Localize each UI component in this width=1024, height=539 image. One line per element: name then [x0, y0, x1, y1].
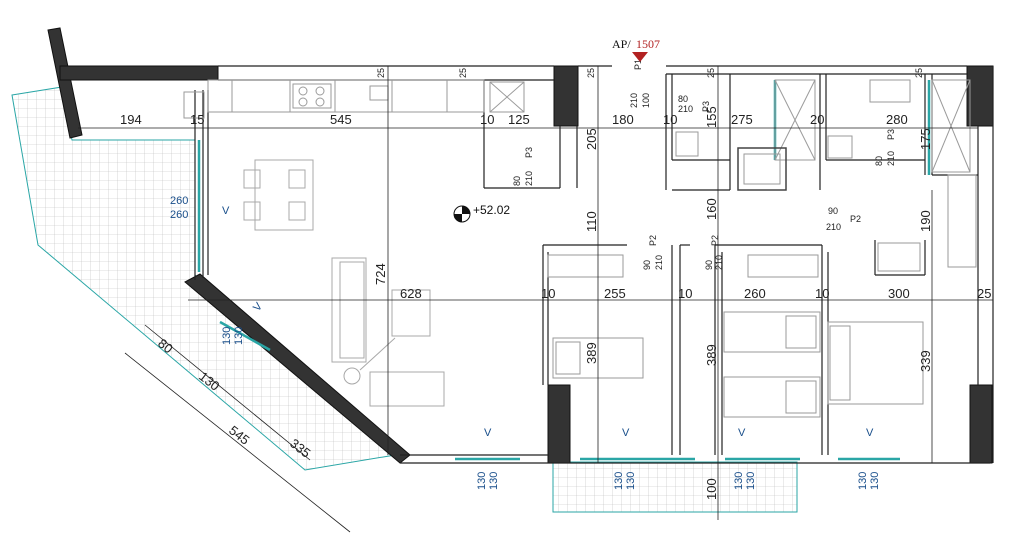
- dim-110: 110: [584, 211, 599, 232]
- door-p2c-width: 90: [828, 206, 838, 216]
- dim-25-b: 25: [458, 68, 468, 78]
- dim-10b: 10: [663, 112, 677, 127]
- window-6-width: 130: [857, 472, 869, 490]
- dim-389a: 389: [584, 342, 599, 364]
- dimension-labels: 194 15 545 10 125 180 10 275 20 280 628 …: [120, 68, 991, 500]
- window-5-height: 130: [745, 472, 757, 490]
- dim-180: 180: [612, 112, 634, 127]
- window-3-height: 130: [488, 472, 500, 490]
- dim-125: 125: [508, 112, 530, 127]
- door-p3c-code: P3: [886, 129, 896, 140]
- dim-25-a: 25: [376, 68, 386, 78]
- window-1-v: V: [222, 205, 230, 217]
- dim-190: 190: [918, 210, 933, 232]
- window-3-v: V: [484, 427, 492, 439]
- window-2-width: 130: [221, 327, 233, 345]
- window-4-height: 130: [625, 472, 637, 490]
- dim-10c: 10: [541, 286, 555, 301]
- bathroom-fixtures: [675, 79, 971, 191]
- kitchen-counter: [183, 79, 525, 119]
- door-p3a-width: 80: [678, 94, 688, 104]
- door-p2a-width: 90: [642, 260, 652, 270]
- window-2-v: V: [251, 300, 265, 314]
- window-6-height: 130: [869, 472, 881, 490]
- dim-389b: 389: [704, 344, 719, 366]
- door-p1-width: 100: [641, 93, 651, 108]
- door-p2b-width: 90: [704, 260, 714, 270]
- window-3-width: 130: [476, 472, 488, 490]
- dim-628: 628: [400, 286, 422, 301]
- dim-15: 15: [190, 112, 204, 127]
- dim-205: 205: [584, 128, 599, 150]
- dim-724: 724: [373, 263, 388, 285]
- dim-10a: 10: [480, 112, 494, 127]
- door-labels: P1 210 100 80 210 P3 80 210 P3 80 210 P3…: [512, 59, 896, 270]
- window-5-width: 130: [733, 472, 745, 490]
- window-2-height: 130: [233, 327, 245, 345]
- dim-545-top: 545: [330, 112, 352, 127]
- door-p1-height: 210: [629, 93, 639, 108]
- dimension-lines: [78, 66, 993, 533]
- door-p2a-height: 210: [654, 255, 664, 270]
- door-p3a-code: P3: [701, 101, 711, 112]
- apartment-number: 1507: [636, 37, 660, 51]
- door-p3c-width: 80: [874, 156, 884, 166]
- dim-10e: 10: [815, 286, 829, 301]
- dim-100: 100: [704, 478, 719, 500]
- door-p1-code: P1: [633, 59, 643, 70]
- door-p2c-height: 210: [826, 222, 841, 232]
- door-p2a-code: P2: [648, 235, 658, 246]
- door-p2c-code: P2: [850, 214, 861, 224]
- door-p3b-code: P3: [524, 147, 534, 158]
- level-marker: +52.02: [453, 203, 510, 223]
- apartment-tag: AP/ 1507: [612, 37, 660, 62]
- window-4-v: V: [622, 427, 630, 439]
- living-furniture: [243, 159, 445, 407]
- dim-25-d: 25: [706, 68, 716, 78]
- dim-339: 339: [918, 350, 933, 372]
- entrance-arrow-icon: [632, 52, 648, 62]
- window-1-height: 260: [170, 209, 188, 221]
- door-p2b-height: 210: [714, 255, 724, 270]
- window-4-width: 130: [613, 472, 625, 490]
- door-p3b-width: 80: [512, 176, 522, 186]
- dim-300: 300: [888, 286, 910, 301]
- dim-260: 260: [744, 286, 766, 301]
- level-label: +52.02: [473, 203, 510, 217]
- dim-25-e: 25: [914, 68, 924, 78]
- dim-10d: 10: [678, 286, 692, 301]
- dim-545-diag: 545: [226, 423, 252, 448]
- window-5-v: V: [738, 427, 746, 439]
- door-p3c-height: 210: [886, 151, 896, 166]
- window-6-v: V: [866, 427, 874, 439]
- door-p3a-height: 210: [678, 104, 693, 114]
- door-p3b-height: 210: [524, 171, 534, 186]
- dim-25: 25: [977, 286, 991, 301]
- dim-175: 175: [918, 128, 933, 150]
- dim-194: 194: [120, 112, 142, 127]
- dim-20: 20: [810, 112, 824, 127]
- dim-160: 160: [704, 198, 719, 220]
- window-labels: 260 260 130 130 130 130 130 130 130 130 …: [170, 195, 881, 490]
- dim-275: 275: [731, 112, 753, 127]
- dim-255: 255: [604, 286, 626, 301]
- dim-155: 155: [704, 106, 719, 128]
- south-balcony: [552, 461, 798, 513]
- window-1-width: 260: [170, 195, 188, 207]
- apartment-prefix: AP/: [612, 37, 631, 51]
- door-p2b-code: P2: [710, 235, 720, 246]
- dim-25-c: 25: [586, 68, 596, 78]
- dim-280: 280: [886, 112, 908, 127]
